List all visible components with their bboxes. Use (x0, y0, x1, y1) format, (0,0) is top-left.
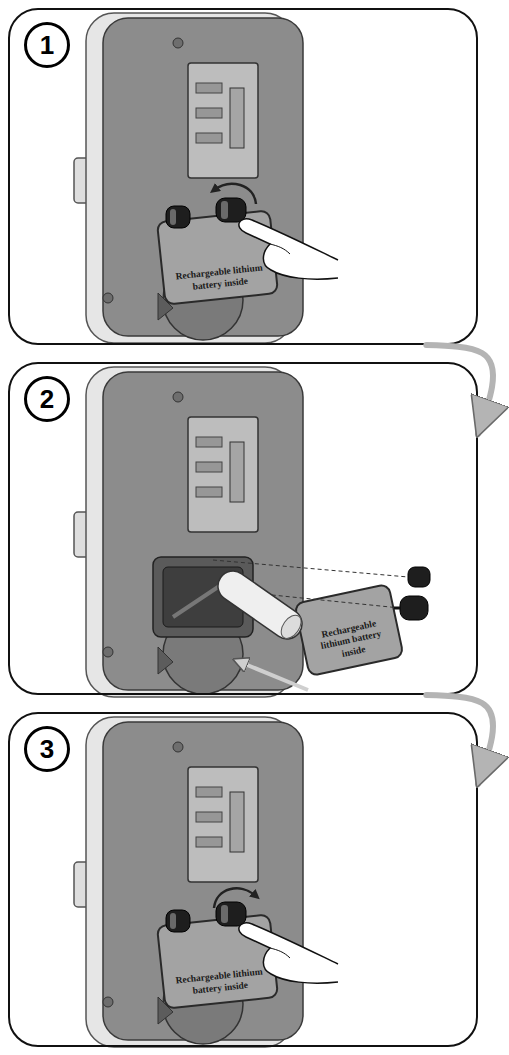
battery-cover: Rechargeable lithium battery inside (156, 913, 279, 1010)
screws-and-hand (166, 902, 338, 983)
cover-label: Rechargeable lithium battery inside (167, 966, 272, 999)
step-number: 2 (24, 376, 70, 422)
step-panel: 1Rechargeable lithium battery inside (8, 8, 478, 345)
device-body (74, 13, 303, 343)
rotation-arrow (214, 888, 256, 908)
compartment-well (163, 567, 243, 627)
cover-label: Rechargeable lithium battery inside (167, 262, 272, 295)
thumb-screw (400, 596, 428, 620)
step-panel: 2Rechargeable lithium battery inside (8, 362, 478, 695)
battery-end (277, 612, 305, 642)
step-number: 3 (24, 726, 70, 772)
screws-and-hand (166, 198, 338, 279)
compartment-frame (153, 557, 253, 637)
insert-arrow (240, 662, 308, 690)
thumb-screw (408, 567, 430, 587)
cover-label: Rechargeable lithium battery inside (306, 615, 397, 666)
battery-cover: Rechargeable lithium battery inside (156, 209, 279, 306)
step-3-action (166, 888, 338, 983)
device-body (74, 717, 303, 1047)
step-1-action (166, 184, 338, 279)
step-arrow (426, 345, 493, 434)
screw-thread (394, 607, 400, 610)
rotation-arrow (214, 184, 256, 204)
step-2-action (212, 560, 430, 690)
battery-cell (212, 565, 308, 645)
compartment-contact (173, 577, 233, 617)
step-panel: 3Rechargeable lithium battery inside (8, 712, 478, 1047)
leader-line (213, 560, 408, 577)
device-body (74, 367, 303, 697)
step-arrow (426, 695, 493, 784)
leader-line (223, 590, 400, 608)
step-number: 1 (24, 22, 70, 68)
battery-cover: Rechargeable lithium battery inside (293, 583, 405, 678)
battery (212, 565, 308, 645)
battery-compartment (153, 557, 253, 637)
